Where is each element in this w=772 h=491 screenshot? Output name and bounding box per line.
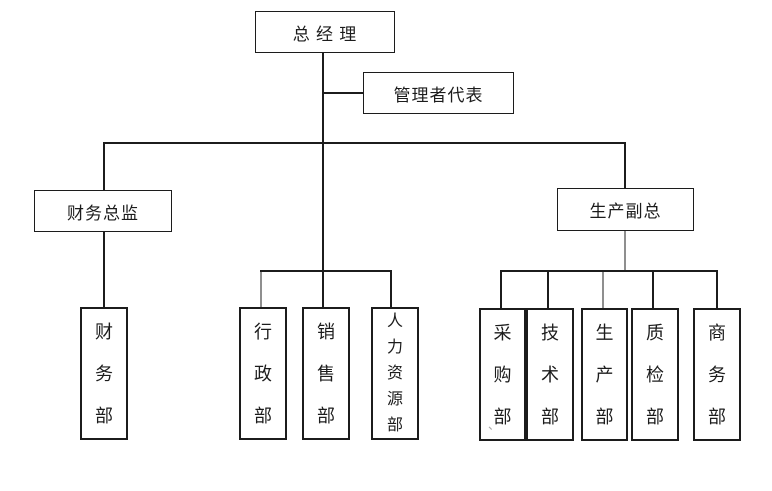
connector-to-management-rep (322, 92, 364, 94)
node-admin-dept: 行政部 (239, 307, 287, 440)
stray-punctuation-mark: 、 (488, 418, 501, 432)
connector-drop-technical-dept (547, 272, 549, 309)
node-quality-dept-label: 质检部 (646, 322, 664, 427)
node-general-manager-label: 总 经 理 (292, 24, 358, 44)
node-finance-dept: 财务部 (80, 307, 128, 440)
node-production-dept: 生产部 (581, 308, 628, 441)
connector-right-group-horizontal (500, 270, 718, 272)
node-finance-director: 财务总监 (34, 190, 172, 232)
connector-finance-director-to-finance-dept (103, 230, 105, 308)
connector-drop-purchasing-dept (500, 272, 502, 309)
connector-drop-production-vp (624, 142, 626, 188)
node-management-representative: 管理者代表 (363, 72, 514, 114)
node-general-manager: 总 经 理 (255, 11, 395, 53)
node-commerce-dept-label: 商务部 (708, 322, 726, 427)
node-quality-dept: 质检部 (631, 308, 679, 441)
node-sales-dept-label: 销售部 (317, 321, 335, 426)
connector-production-vp-down (624, 229, 626, 272)
connector-gm-down (322, 52, 324, 144)
connector-center-down (322, 142, 324, 308)
connector-main-horizontal (103, 142, 626, 144)
connector-drop-admin-dept (260, 272, 262, 308)
node-finance-dept-label: 财务部 (95, 321, 113, 426)
node-finance-director-label: 财务总监 (67, 203, 139, 223)
node-production-vp-label: 生产副总 (589, 202, 662, 221)
node-sales-dept: 销售部 (302, 307, 350, 440)
node-commerce-dept: 商务部 (693, 308, 741, 441)
node-technical-dept-label: 技术部 (541, 322, 559, 427)
node-admin-dept-label: 行政部 (254, 321, 272, 426)
connector-drop-finance-director (103, 142, 105, 190)
connector-drop-quality-dept (652, 272, 654, 309)
connector-drop-commerce-dept (716, 272, 718, 309)
node-production-vp: 生产副总 (557, 188, 694, 231)
node-purchasing-dept-label: 采购部 (493, 322, 512, 427)
node-technical-dept: 技术部 (526, 308, 574, 441)
connector-drop-production-dept (602, 272, 604, 309)
node-hr-dept: 人力资源部 (371, 307, 419, 440)
node-purchasing-dept: 采购部 (479, 308, 526, 441)
node-hr-dept-label: 人力资源部 (386, 312, 403, 434)
connector-drop-hr-dept (390, 272, 392, 308)
node-production-dept-label: 生产部 (595, 322, 614, 427)
node-management-representative-label: 管理者代表 (393, 85, 484, 105)
connector-middle-group-horizontal (260, 270, 392, 272)
